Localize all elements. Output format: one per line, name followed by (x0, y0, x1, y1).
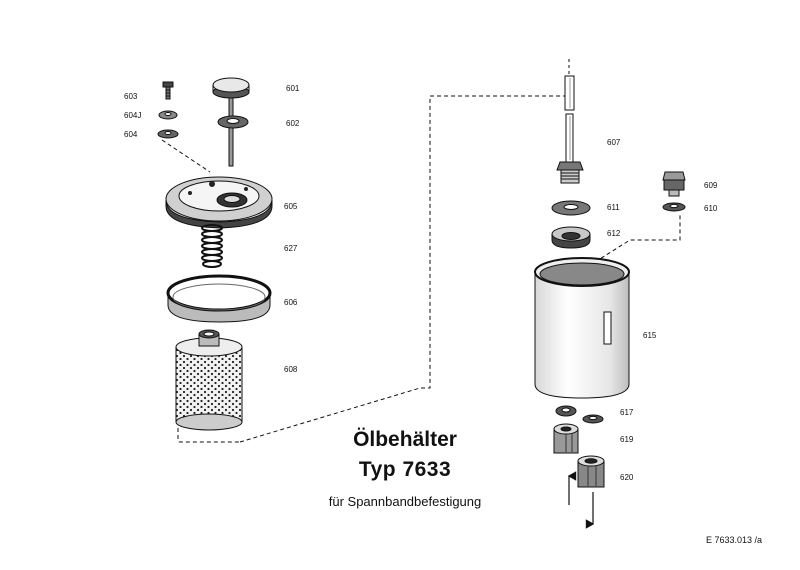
diagram-type: Typ 7633 (358, 458, 452, 481)
filter-608 (175, 329, 243, 431)
label-603: 603 (124, 92, 138, 101)
spring-627 (201, 224, 223, 268)
seal-602 (217, 115, 249, 129)
diagram-subtitle: für Spannbandbefestigung (328, 494, 482, 509)
label-607: 607 (607, 138, 621, 147)
plug-609 (662, 171, 686, 197)
can-615 (534, 257, 630, 399)
label-619: 619 (620, 435, 634, 444)
label-611: 611 (607, 203, 620, 212)
knob-601 (212, 77, 250, 167)
washer-611 (551, 200, 591, 216)
label-605: 605 (284, 202, 298, 211)
label-606: 606 (284, 298, 298, 307)
washer-610 (662, 202, 686, 212)
washer-604j (158, 110, 178, 120)
assembly-lines (161, 56, 681, 443)
label-627: 627 (284, 244, 298, 253)
label-617: 617 (620, 408, 634, 417)
nut-617 (555, 405, 604, 424)
label-615: 615 (643, 331, 657, 340)
washer-604 (157, 129, 179, 139)
label-608: 608 (284, 365, 298, 374)
part-labels: 601 602 603 604J 604 605 627 606 608 607… (124, 84, 718, 482)
fitting-619 (553, 423, 579, 454)
pipe-607 (556, 75, 584, 184)
label-601: 601 (286, 84, 300, 93)
label-609: 609 (704, 181, 718, 190)
label-602: 602 (286, 119, 300, 128)
label-620: 620 (620, 473, 634, 482)
seal-612 (551, 226, 591, 249)
flow-arrows (567, 471, 595, 529)
label-610: 610 (704, 204, 718, 213)
lid-605 (165, 176, 273, 229)
label-604: 604 (124, 130, 138, 139)
label-612: 612 (607, 229, 621, 238)
bolt-603 (162, 81, 174, 100)
document-reference: E 7633.013 /a (706, 535, 763, 545)
label-604j: 604J (124, 111, 141, 120)
ring-606 (166, 274, 272, 323)
fitting-620 (577, 455, 605, 488)
diagram-title: Ölbehälter (353, 428, 457, 451)
